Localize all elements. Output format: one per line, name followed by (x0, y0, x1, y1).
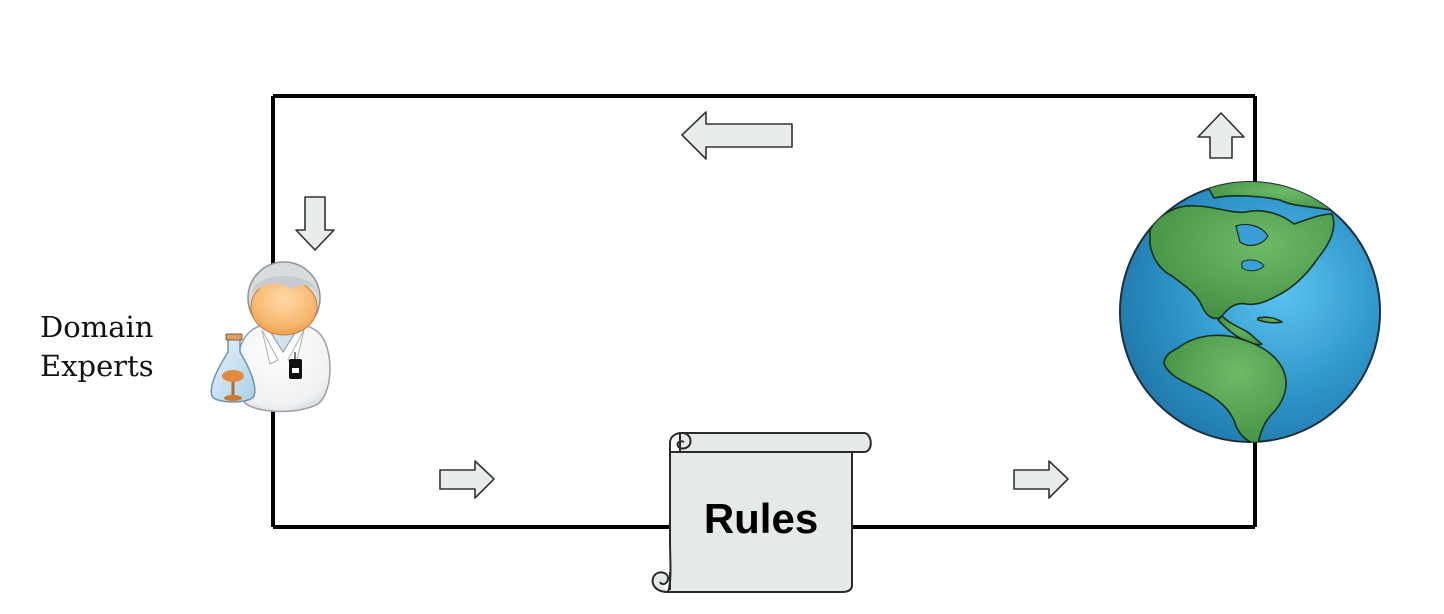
domain-experts-line-1: Domain (40, 310, 154, 344)
scientist-with-flask-icon (210, 261, 331, 413)
down-arrow-icon (295, 196, 335, 251)
up-arrow-icon (1197, 112, 1245, 159)
left-arrow-icon (681, 111, 793, 160)
right-arrow-left-icon (439, 460, 495, 499)
domain-experts-line-2: Experts (40, 349, 154, 383)
paper-scroll-icon: Rules (651, 431, 872, 593)
right-arrow-right-icon (1013, 460, 1069, 499)
earth-globe-icon (1119, 181, 1381, 443)
rules-label: Rules (704, 495, 818, 542)
domain-experts-label: Domain Experts (40, 308, 154, 386)
